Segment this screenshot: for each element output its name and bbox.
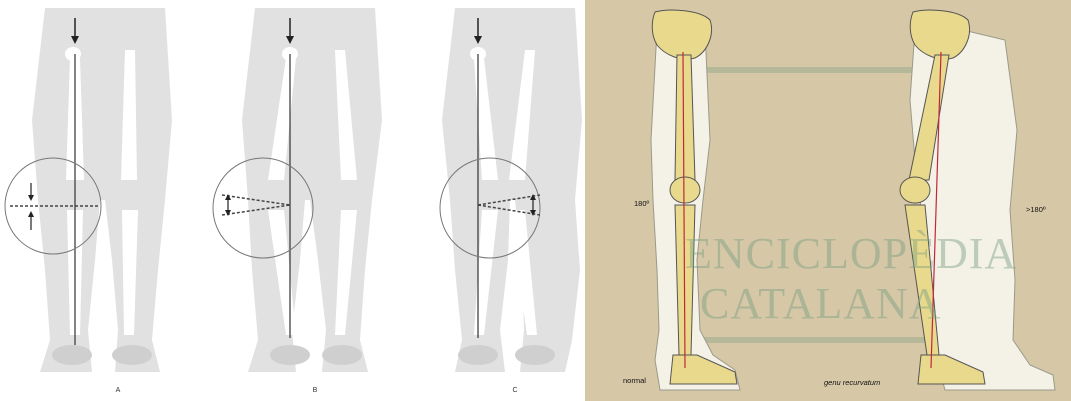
caption-genu-recurvatum: genu recurvatum (824, 378, 880, 387)
body-silhouette (32, 8, 172, 372)
foot (52, 345, 92, 365)
foot (112, 345, 152, 365)
femur-bone (675, 55, 695, 180)
genu-recurvatum-illustration (585, 0, 1071, 401)
double-arrow-icon (225, 210, 231, 216)
body-silhouette (242, 8, 382, 372)
arrow-up-icon (28, 211, 34, 217)
panel-a (5, 8, 172, 372)
panel-b (213, 8, 382, 372)
foot (458, 345, 498, 365)
watermark-text: CATALANA (700, 278, 942, 329)
panel-c (440, 8, 582, 372)
panel-label-b: B (313, 387, 318, 394)
body-silhouette (442, 8, 582, 372)
watermark-text: ENCICLOPÈDIA (685, 228, 1017, 279)
panel-label-c: C (512, 387, 517, 394)
panel-label-a: A (116, 387, 121, 394)
leg-alignment-diagram (0, 0, 585, 401)
caption-normal: normal (623, 376, 646, 385)
knee-cap (900, 177, 930, 203)
foot (322, 345, 362, 365)
angle-label-normal: 180º (634, 199, 649, 208)
arrow-down-icon (28, 195, 34, 201)
foot (515, 345, 555, 365)
foot (270, 345, 310, 365)
knee-cap (670, 177, 700, 203)
double-arrow-icon (225, 194, 231, 200)
angle-label-recurvatum: >180º (1026, 205, 1046, 214)
